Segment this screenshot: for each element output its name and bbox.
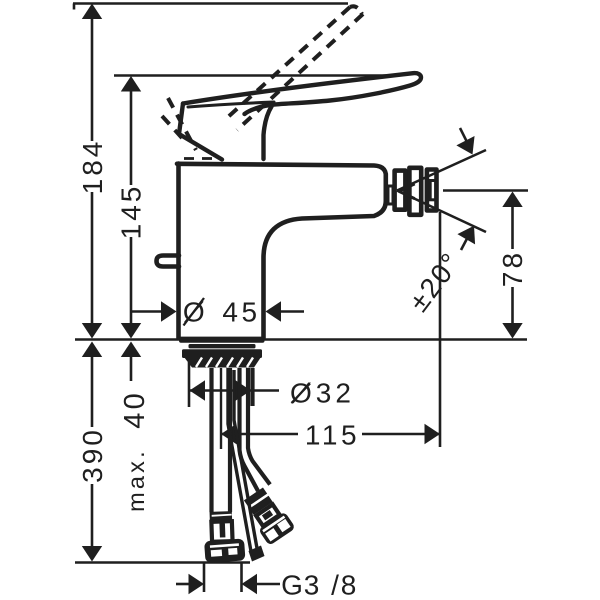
svg-text:8: 8: [341, 570, 360, 600]
svg-text:3: 3: [304, 570, 323, 600]
svg-text:184: 184: [77, 139, 108, 195]
svg-text:G: G: [281, 570, 306, 600]
svg-text:max. 40: max. 40: [119, 390, 151, 512]
svg-text:Ø: Ø: [183, 297, 208, 328]
svg-text:78: 78: [497, 250, 528, 287]
svg-text:115: 115: [305, 420, 360, 451]
svg-text:145: 145: [116, 184, 147, 240]
svg-text:390: 390: [77, 427, 108, 483]
svg-text:/: /: [331, 570, 342, 600]
svg-text:45: 45: [222, 297, 260, 328]
svg-text:Ø32: Ø32: [290, 378, 355, 409]
